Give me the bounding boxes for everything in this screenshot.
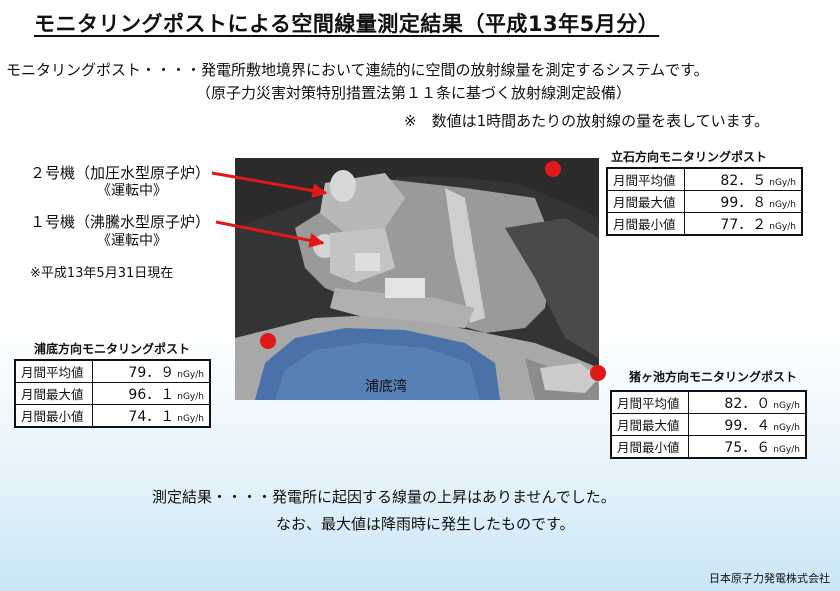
inokaike-post-title: 猪ヶ池方向モニタリングポスト <box>629 370 798 384</box>
row-label-minimum: 月間最小値 <box>610 435 689 459</box>
unit1-label: １号機（沸騰水型原子炉） <box>30 213 211 231</box>
row-label-minimum: 月間最小値 <box>14 404 93 428</box>
value-unit: nGy/h <box>177 391 204 402</box>
value-unit: nGy/h <box>177 369 204 380</box>
row-label-average: 月間平均値 <box>610 390 689 414</box>
unit1-status: 《運転中》 <box>97 233 167 249</box>
bay-label: 浦底湾 <box>365 379 407 395</box>
row-label-maximum: 月間最大値 <box>14 382 93 405</box>
row-label-maximum: 月間最大値 <box>610 413 689 436</box>
as-of-date: ※平成13年5月31日現在 <box>30 266 174 281</box>
result-note: なお、最大値は降雨時に発生したものです。 <box>276 515 575 533</box>
value-number: 82．５ <box>720 172 767 189</box>
value-unit: nGy/h <box>773 444 800 455</box>
unit2-pointer-arrow <box>211 171 328 199</box>
unit2-label: ２号機（加圧水型原子炉） <box>30 164 211 182</box>
inokaike-post-marker <box>590 365 606 381</box>
value-unit: nGy/h <box>773 400 800 411</box>
description-legal-basis: （原子力災害対策特別措置法第１１条に基づく放射線測定設備） <box>196 84 632 102</box>
value-unit: nGy/h <box>769 199 796 210</box>
row-label-average: 月間平均値 <box>14 359 93 383</box>
value-number: 79．９ <box>128 364 175 381</box>
tateishi-post-title: 立石方向モニタリングポスト <box>611 150 768 164</box>
value-number: 99．８ <box>720 194 767 211</box>
page-title: モニタリングポストによる空間線量測定結果（平成13年5月分） <box>34 12 660 36</box>
value-unit: nGy/h <box>773 422 800 433</box>
value-number: 74．１ <box>128 408 175 425</box>
tateishi-post-marker <box>545 161 561 177</box>
row-label-maximum: 月間最大値 <box>606 190 685 213</box>
uranosoko-post-title: 浦底方向モニタリングポスト <box>34 342 191 356</box>
description-note: ※ 数値は1時間あたりの放射線の量を表しています。 <box>404 112 770 130</box>
value-number: 75．６ <box>724 439 771 456</box>
uranosoko-post-marker <box>260 333 276 349</box>
value-number: 99．４ <box>724 417 771 434</box>
row-label-minimum: 月間最小値 <box>606 212 685 236</box>
unit1-pointer-arrow <box>215 220 325 248</box>
value-unit: nGy/h <box>769 177 796 188</box>
value-number: 96．１ <box>128 386 175 403</box>
value-number: 77．２ <box>720 216 767 233</box>
value-unit: nGy/h <box>177 413 204 424</box>
value-unit: nGy/h <box>769 221 796 232</box>
unit2-status: 《運転中》 <box>97 183 167 199</box>
row-label-average: 月間平均値 <box>606 167 685 191</box>
company-name: 日本原子力発電株式会社 <box>709 572 830 585</box>
result-summary: 測定結果・・・・発電所に起因する線量の上昇はありませんでした。 <box>152 488 616 506</box>
plant-aerial-photo <box>235 158 599 400</box>
value-number: 82．０ <box>724 395 771 412</box>
description-line: モニタリングポスト・・・・発電所敷地境界において連続的に空間の放射線量を測定する… <box>6 61 709 79</box>
